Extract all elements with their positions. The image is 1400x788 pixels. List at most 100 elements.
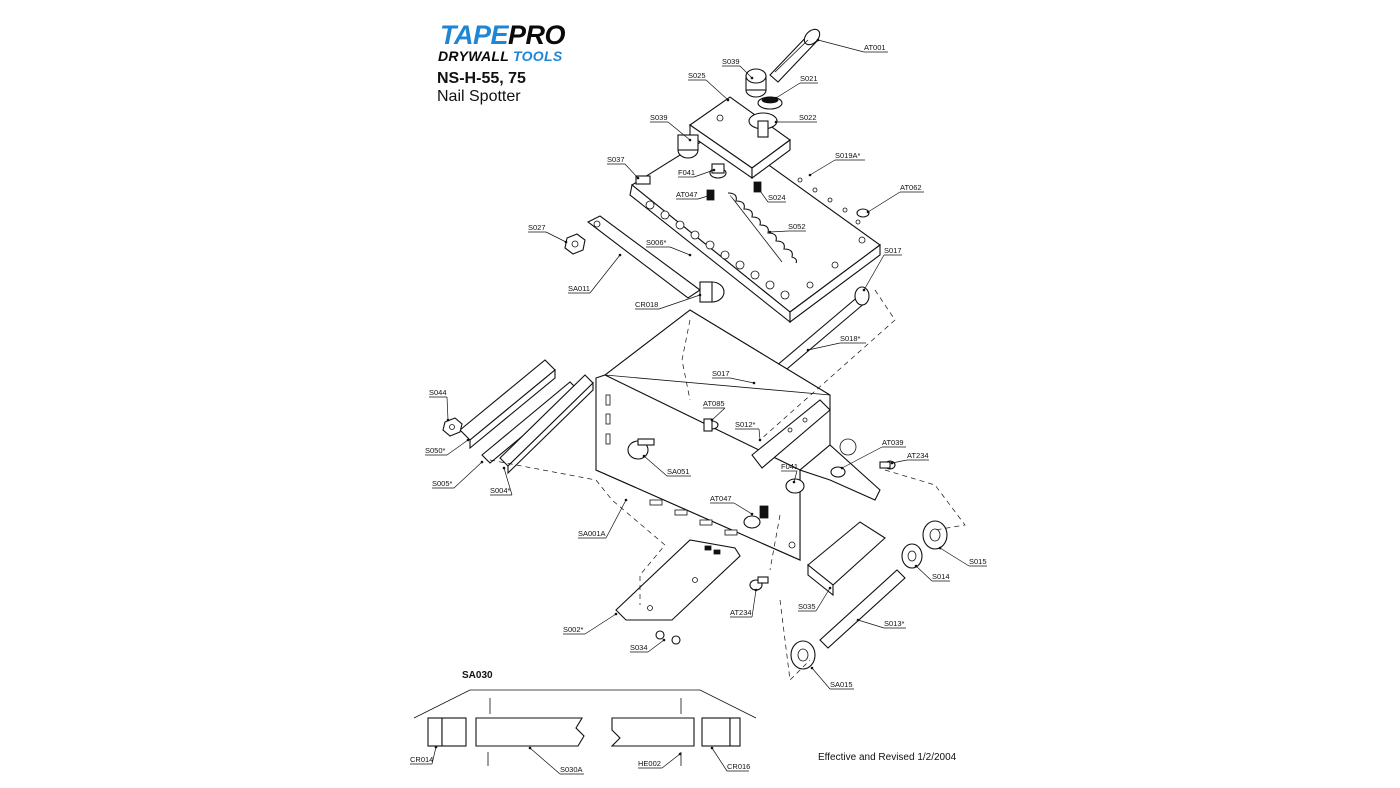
part-label-s005: S005* [432,460,484,489]
part-label-at047: AT047 [710,494,754,516]
part-label-text: AT047 [676,190,698,199]
frame-sa001a [595,309,881,561]
part-label-cr018: CR018 [635,293,702,310]
part-label-s025: S025 [688,71,730,102]
part-label-text: CR014 [410,755,433,764]
part-label-text: CR016 [727,762,750,771]
knob-s021 [757,96,783,110]
part-label-s012: S012* [735,420,762,442]
brand-tape: TAPE [440,20,509,50]
part-label-text: S019A* [835,151,861,160]
revision-note: Effective and Revised 1/2/2004 [818,752,957,763]
part-label-text: SA011 [568,284,590,293]
part-label-text: SA051 [667,467,690,476]
part-label-text: SA015 [830,680,853,689]
brand-tools: TOOLS [513,48,563,64]
part-label-text: S035 [798,602,816,611]
part-label-text: AT047 [710,494,732,503]
part-label-f041: F041 [678,168,716,178]
brand-logo: TAPEPRO [440,20,566,51]
hex-nut-s027 [564,233,586,255]
part-label-text: HE002 [638,759,661,768]
part-label-text: S021 [800,74,818,83]
part-label-s050: S050* [425,438,470,456]
part-label-text: S030A [560,765,583,774]
screw-at039 [830,466,846,478]
part-label-text: S012* [735,420,756,429]
part-label-text: S024 [768,193,786,202]
part-label-s004: S004* [490,466,513,496]
part-label-at085: AT085 [703,399,726,422]
part-label-text: S025 [688,71,706,80]
part-label-text: S050* [425,446,446,455]
part-label-s019a: S019A* [808,151,865,177]
part-label-text: AT234 [730,608,752,617]
part-label-sa011: SA011 [568,253,622,294]
part-label-text: S052 [788,222,806,231]
roller-sa015 [790,640,816,670]
brand-tagline: DRYWALL TOOLS [438,48,562,64]
axle-s013 [819,569,906,649]
part-label-text: S002* [563,625,584,634]
part-label-s015: S015 [938,546,987,567]
sleeve-s039-left [677,134,699,159]
part-label-text: AT001 [864,43,886,52]
nut-f041-lower [785,478,805,494]
rail-s050 [459,359,556,450]
part-label-text: F041 [781,462,798,471]
part-label-s044: S044 [429,388,450,422]
setscrew-at047-lower [743,505,769,529]
part-label-text: S039 [650,113,668,122]
spring-s052 [727,192,798,264]
part-label-text: S005* [432,479,453,488]
plate-s012 [751,399,831,469]
part-label-at234: AT234 [730,588,758,618]
part-label-s006: S006* [646,238,692,257]
part-label-text: CR018 [635,300,658,309]
part-label-s017: S017 [862,246,902,292]
part-label-s034: S034 [630,638,666,653]
part-label-text: AT085 [703,399,725,408]
roller-s015 [922,520,948,550]
part-label-text: S018* [840,334,861,343]
part-label-s052: S052 [768,222,806,234]
part-label-s035: S035 [798,586,832,612]
part-label-at062: AT062 [866,183,924,214]
part-label-at047: AT047 [676,190,710,200]
screws-s034 [655,630,681,645]
part-label-text: S004* [490,486,511,495]
assembly-lines [489,289,966,681]
part-label-s014: S014 [914,564,950,582]
part-label-at234: AT234 [890,451,929,465]
part-label-text: AT039 [882,438,904,447]
part-label-sa001a: SA001A [578,498,628,539]
part-label-text: S017 [884,246,902,255]
part-label-sa051: SA051 [642,454,691,477]
part-label-s039: S039 [722,57,754,80]
part-label-text: SA001A [578,529,606,538]
part-label-text: AT234 [907,451,929,460]
product-name: Nail Spotter [437,88,521,105]
screw-at062 [856,208,870,218]
subassembly-sa030 [413,689,757,766]
washer-s017-right [854,286,870,306]
screw-at234-lower [749,576,769,591]
setscrew-at047-top [706,189,715,201]
part-label-f041: F041 [781,462,798,484]
part-label-text: F041 [678,168,695,177]
part-label-cr016: CR016 [710,746,750,772]
part-label-at039: AT039 [840,438,906,470]
part-label-s013: S013* [856,618,906,629]
part-labels: AT001S039S021S025S022S039S019A*S037F041A… [410,38,987,775]
part-label-text: S022 [799,113,817,122]
model-number: NS-H-55, 75 [437,70,526,87]
part-label-text: S014 [932,572,950,581]
part-label-s030a: S030A [528,746,584,775]
sleeve-s039-top [745,68,767,98]
part-label-s002: S002* [563,612,618,635]
brand-pro: PRO [508,20,566,50]
clip-s037 [635,175,651,185]
hex-nut-s044 [442,417,463,437]
part-label-s037: S037 [607,155,640,180]
